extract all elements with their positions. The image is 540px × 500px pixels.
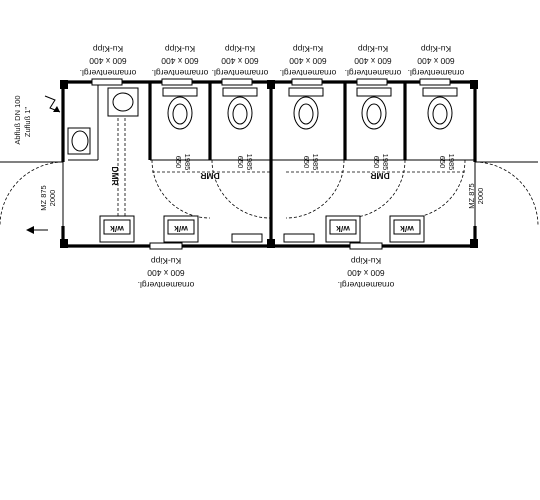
hand-basin-icon [67,127,91,155]
duct-label: DMR [110,166,120,185]
window-label-line: ornamentvergl. [138,280,195,290]
window-label-line: 600 x 400 [347,268,385,278]
door-type-label-left: MZ 875 [39,185,48,210]
cabin-doors [151,159,466,219]
washbasin-unit [389,215,425,243]
window-label-line: 600 x 400 [354,56,392,66]
window-label-top-2: ornamentvergl. 600 x 400 Ku-Kipp [152,44,209,78]
toilet-icon [288,87,324,130]
urinal-label: w/k [336,224,351,234]
entrance-door-left [0,161,64,227]
window-label-line: 600 x 400 [147,268,185,278]
duct-label: DMR [370,171,389,181]
window-label-line: 600 x 400 [289,56,327,66]
window-label-line: Ku-Kipp [93,44,124,54]
toilet-icon [162,87,198,130]
supply-label: Zufluß 1" [23,107,32,138]
cabin-door-width: 650 [236,156,245,169]
pipe-connection-arrows [26,95,61,234]
window-label-line: Ku-Kipp [351,256,382,266]
utility-sink-icon [107,87,139,117]
washbasin-unit [163,215,199,243]
window-label-line: Ku-Kipp [165,44,196,54]
window-label-line: ornamentvergl. [345,68,402,78]
door-type-label-right: MZ 875 [467,183,476,208]
cabin-partitions [68,82,475,161]
toilet-icon [422,87,458,130]
window-label-line: ornamentvergl. [408,68,465,78]
window-label-line: ornamentvergl. [338,280,395,290]
door-height-label-left: 2000 [48,190,57,207]
window-label-line: ornamentvergl. [80,68,137,78]
entrance-door-right [474,161,539,227]
urinal-label: w/k [400,224,415,234]
urinal-label: w/k [110,224,125,234]
cabin-door-height: 1985 [381,154,390,171]
cabin-door-width: 650 [438,156,447,169]
cabin-door-height: 1985 [245,154,254,171]
window-label-bottom-1: ornamentvergl. 600 x 400 Ku-Kipp [138,256,195,290]
window-label-line: ornamentvergl. [152,68,209,78]
cabin-door-width: 650 [174,156,183,169]
window-label-top-4: ornamentvergl. 600 x 400 Ku-Kipp [280,44,337,78]
window-label-bottom-2: ornamentvergl. 600 x 400 Ku-Kipp [338,256,395,290]
window-label-line: ornamentvergl. [280,68,337,78]
cabin-door-height: 1985 [183,154,192,171]
window-label-top-1: ornamentvergl. 600 x 400 Ku-Kipp [80,44,137,78]
washbasin-unit [325,215,361,243]
window-label-line: Ku-Kipp [421,44,452,54]
bottom-windows [149,242,383,250]
window-label-line: 600 x 400 [89,56,127,66]
window-label-line: 600 x 400 [221,56,259,66]
window-label-line: Ku-Kipp [225,44,256,54]
window-label-line: 600 x 400 [417,56,455,66]
window-label-line: ornamentvergl. [212,68,269,78]
cabin-door-height: 1985 [447,154,456,171]
window-label-line: Ku-Kipp [358,44,389,54]
urinal-label: w/k [174,224,189,234]
washbasin-unit [99,215,135,243]
window-label-line: Ku-Kipp [293,44,324,54]
cabin-door-width: 650 [372,156,381,169]
outer-walls [60,80,478,248]
window-label-top-5: ornamentvergl. 600 x 400 Ku-Kipp [345,44,402,78]
door-height-label-right: 2000 [476,188,485,205]
toilet-icon [356,87,392,130]
toilet-icon [222,87,258,130]
drain-label: Abfluß DN 100 [13,95,22,144]
window-label-line: 600 x 400 [161,56,199,66]
window-label-line: Ku-Kipp [151,256,182,266]
window-label-top-6: ornamentvergl. 600 x 400 Ku-Kipp [408,44,465,78]
window-label-top-3: ornamentvergl. 600 x 400 Ku-Kipp [212,44,269,78]
duct-label: DMR [200,171,219,181]
cabin-door-height: 1985 [311,154,320,171]
top-windows [91,78,451,86]
counter-shelf [231,233,315,243]
cabin-door-width: 650 [302,156,311,169]
